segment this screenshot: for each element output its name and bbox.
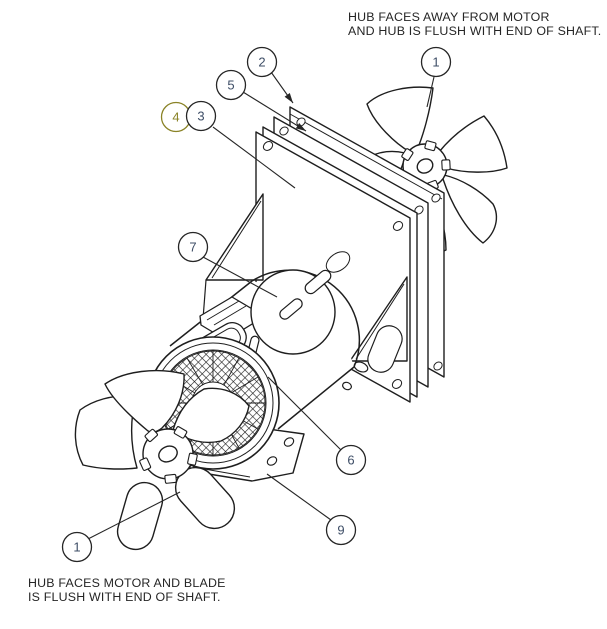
svg-text:3: 3 (197, 109, 204, 124)
svg-text:6: 6 (347, 453, 354, 468)
fan-blade (366, 86, 434, 154)
fan-blade (442, 174, 498, 244)
balloon-2[interactable]: 2 (246, 46, 278, 78)
balloons: 1 2 5 4 3 7 6 (61, 46, 452, 563)
fan-blade (74, 394, 138, 470)
balloon-5[interactable]: 5 (215, 69, 247, 101)
fan-bottom (74, 369, 250, 551)
obround-hole (367, 325, 403, 373)
svg-text:9: 9 (337, 523, 344, 538)
leader-lines (87, 71, 435, 540)
fan-blade (116, 481, 164, 551)
svg-text:5: 5 (227, 78, 234, 93)
balloon-9[interactable]: 9 (325, 514, 357, 546)
note-line: AND HUB IS FLUSH WITH END OF SHAFT. (348, 24, 602, 38)
leader-line (212, 126, 296, 189)
fan-blade (172, 387, 250, 444)
svg-text:1: 1 (73, 540, 80, 555)
balloon-3[interactable]: 3 (185, 100, 217, 132)
svg-text:4: 4 (172, 110, 179, 125)
note-line: HUB FACES MOTOR AND BLADE (28, 576, 226, 590)
hub-bore-hole (416, 158, 434, 174)
note-line: HUB FACES AWAY FROM MOTOR (348, 10, 550, 24)
hub-bore-hole (158, 445, 178, 463)
shaft-stud (279, 298, 303, 320)
balloon-4[interactable]: 4 (160, 101, 192, 133)
leader-line (426, 76, 435, 108)
balloon-1-top[interactable]: 1 (420, 46, 452, 78)
leader-line (87, 491, 181, 540)
leader-line (242, 91, 307, 132)
note-bottom-left: HUB FACES MOTOR AND BLADE IS FLUSH WITH … (28, 576, 226, 604)
leader-arrowhead (284, 93, 293, 103)
leader-arrowhead (295, 123, 306, 131)
fan-blade (438, 115, 508, 173)
shaft-hub (250, 269, 336, 355)
shaft-clearance-hole (325, 251, 351, 273)
svg-text:2: 2 (258, 55, 265, 70)
note-line: IS FLUSH WITH END OF SHAFT. (28, 590, 221, 604)
svg-text:7: 7 (189, 240, 196, 255)
note-top-right: HUB FACES AWAY FROM MOTOR AND HUB IS FLU… (348, 10, 601, 38)
leader-line (266, 473, 332, 521)
balloon-7[interactable]: 7 (177, 231, 209, 263)
motor-bracket-gussets (201, 193, 408, 391)
svg-text:1: 1 (432, 55, 439, 70)
leader-line (202, 256, 278, 298)
shaft-stud (304, 269, 332, 295)
balloon-1-bottom[interactable]: 1 (61, 531, 93, 563)
leader-line (267, 376, 342, 451)
balloon-6[interactable]: 6 (335, 444, 367, 476)
